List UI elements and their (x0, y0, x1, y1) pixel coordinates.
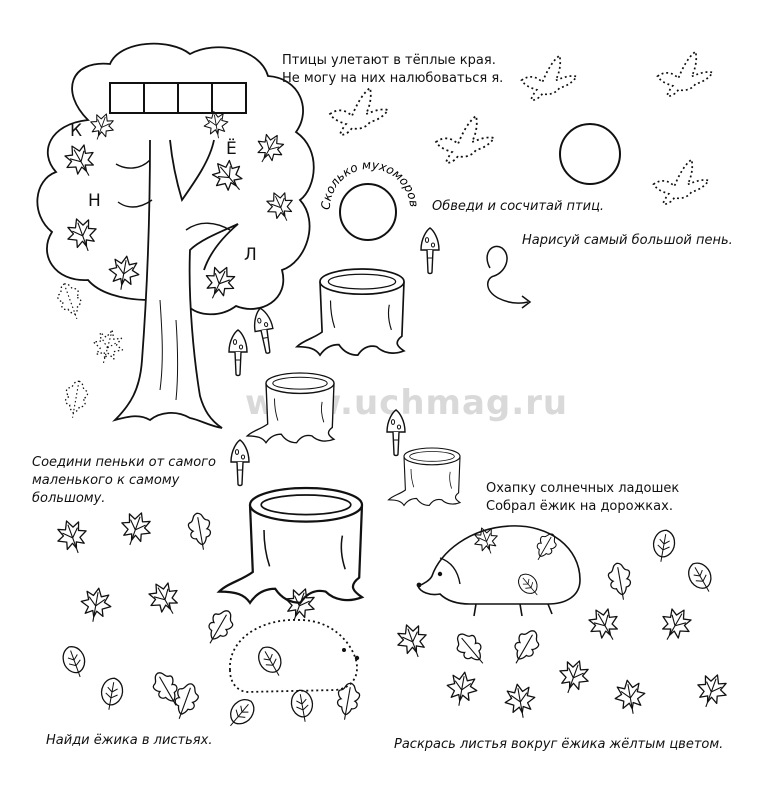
sun-circle-large (559, 123, 621, 185)
poem-birds-line-1: Птицы улетают в тёплые края. (282, 53, 496, 68)
task-color-leaves: Раскрась листья вокруг ёжика жёлтым цвет… (394, 737, 724, 752)
scattered-leaves (51, 507, 733, 734)
spiral-arrow (486, 245, 529, 304)
tree-letter-l: Л (244, 245, 257, 265)
arrow-head (521, 295, 532, 309)
hidden-hedgehog (229, 619, 360, 693)
poem-hedgehog-line-1: Охапку солнечных ладошек (486, 481, 680, 496)
task-connect-stumps-line-2: маленького к самому (32, 473, 180, 488)
tree-letter-k: К (70, 121, 82, 141)
tree-letter-yo: Ё (226, 138, 237, 159)
tree-letter-n: Н (88, 191, 101, 211)
answer-boxes (109, 82, 247, 114)
task-draw-stump: Нарисуй самый большой пень. (522, 233, 733, 248)
task-connect-stumps-line-3: большому. (32, 491, 106, 506)
task-find-hedgehog: Найди ёжика в листьях. (46, 733, 213, 748)
task-trace-birds: Обведи и сосчитай птиц. (432, 199, 605, 214)
hedgehog (416, 523, 581, 617)
task-connect-stumps-line-1: Соедини пеньки от самого (32, 455, 216, 470)
poem-birds-line-2: Не могу на них налюбоваться я. (282, 71, 504, 86)
dotted-leaves (53, 279, 128, 421)
sun-circle-small (339, 183, 397, 241)
poem-hedgehog-line-2: Собрал ёжик на дорожках. (486, 499, 673, 514)
